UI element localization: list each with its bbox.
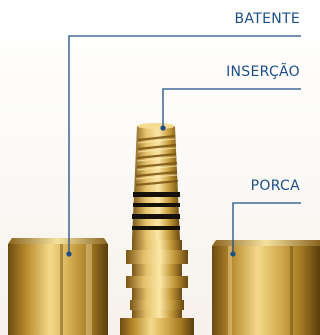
porca-part (212, 240, 320, 335)
porca-label: PORCA (250, 178, 300, 194)
batente-part (8, 238, 108, 335)
porca-leader (232, 202, 301, 254)
insercao-part (120, 123, 194, 335)
batente-label: BATENTE (234, 11, 300, 27)
insercao-leader (162, 88, 301, 128)
batente-leader (68, 35, 301, 254)
leader-lines (66, 35, 301, 257)
insercao-label: INSERÇÃO (226, 64, 300, 80)
